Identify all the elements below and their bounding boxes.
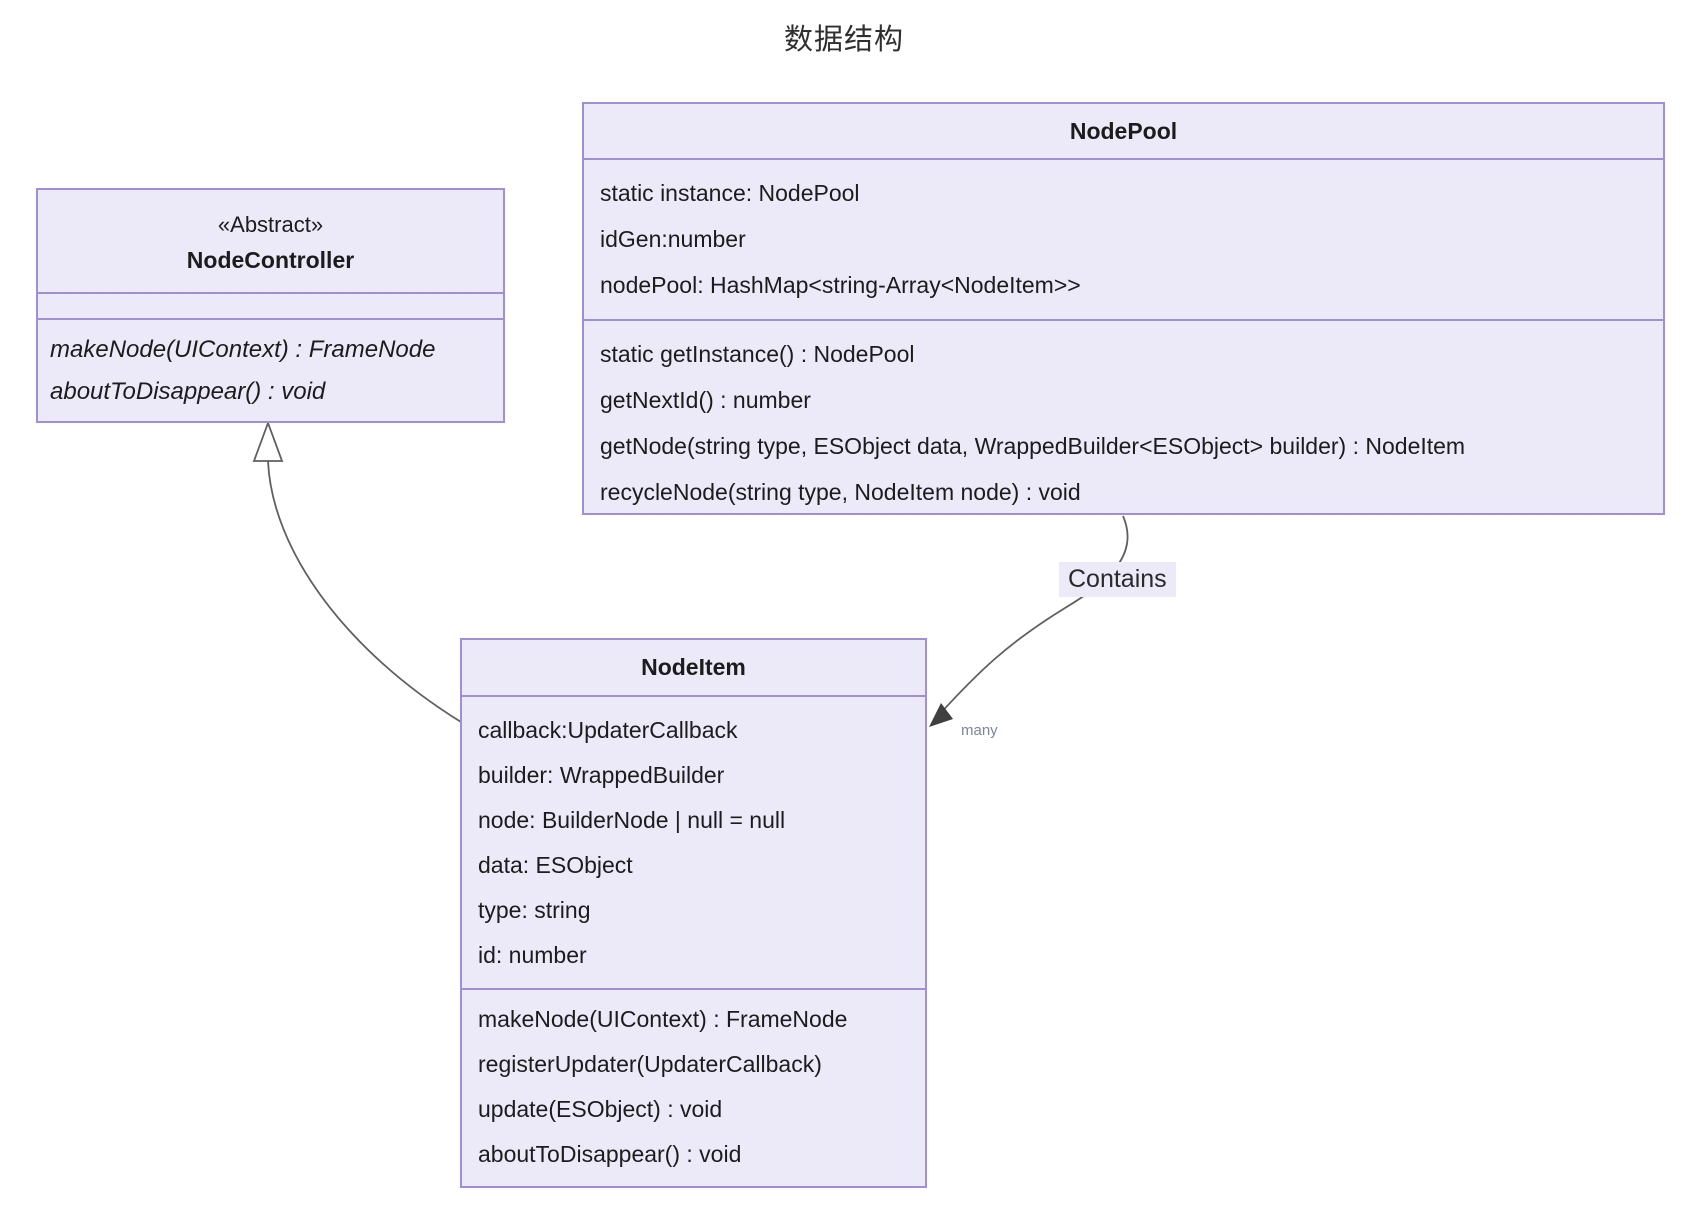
attributes-section-empty <box>38 294 503 320</box>
attribute-row: node: BuilderNode | null = null <box>478 807 786 833</box>
class-stereotype: «Abstract» <box>217 212 324 237</box>
method-row: getNextId() : number <box>600 387 811 413</box>
diagram-title: 数据结构 <box>783 24 904 56</box>
attribute-row: data: ESObject <box>478 852 633 878</box>
class-box-nodeitem: NodeItem callback:UpdaterCallback builde… <box>460 638 927 1188</box>
method-row: getNode(string type, ESObject data, Wrap… <box>600 433 1466 459</box>
attributes-section: static instance: NodePool idGen:number n… <box>584 160 1663 321</box>
attributes-section: callback:UpdaterCallback builder: Wrappe… <box>462 697 925 990</box>
method-row: aboutToDisappear() : void <box>478 1141 742 1167</box>
attribute-row: type: string <box>478 897 591 923</box>
method-row: registerUpdater(UpdaterCallback) <box>478 1051 822 1077</box>
attribute-row: id: number <box>478 942 587 968</box>
method-row: recycleNode(string type, NodeItem node) … <box>600 479 1081 505</box>
class-name: NodeController <box>186 247 355 273</box>
attribute-row: builder: WrappedBuilder <box>478 762 725 788</box>
class-name: NodePool <box>1069 117 1178 144</box>
methods-section: makeNode(UIContext) : FrameNode aboutToD… <box>38 320 503 413</box>
methods-section: makeNode(UIContext) : FrameNode register… <box>462 990 925 1177</box>
method-row: makeNode(UIContext) : FrameNode <box>50 336 436 363</box>
class-header-nodepool: NodePool <box>584 104 1663 160</box>
attribute-row: nodePool: HashMap<string-Array<NodeItem>… <box>600 272 1081 298</box>
methods-section: static getInstance() : NodePool getNextI… <box>584 321 1663 515</box>
method-row: update(ESObject) : void <box>478 1096 723 1122</box>
inheritance-edge-line <box>267 460 462 723</box>
class-header-nodeitem: NodeItem <box>462 640 925 697</box>
multiplicity-label: many <box>961 722 998 739</box>
method-row: static getInstance() : NodePool <box>600 341 915 367</box>
attribute-row: static instance: NodePool <box>600 180 860 206</box>
class-box-nodecontroller: «Abstract» NodeController makeNode(UICon… <box>36 188 505 423</box>
contains-edge-label: Contains <box>1059 562 1176 597</box>
class-name: NodeItem <box>641 654 746 680</box>
class-box-nodepool: NodePool static instance: NodePool idGen… <box>582 102 1665 515</box>
method-row: aboutToDisappear() : void <box>50 378 326 405</box>
class-header-nodecontroller: «Abstract» NodeController <box>38 190 503 294</box>
contains-arrowhead-icon <box>929 703 953 727</box>
method-row: makeNode(UIContext) : FrameNode <box>478 1006 848 1032</box>
attribute-row: callback:UpdaterCallback <box>478 717 738 743</box>
attribute-row: idGen:number <box>600 226 746 252</box>
contains-edge-line <box>937 515 1129 717</box>
inheritance-triangle-icon <box>252 420 284 462</box>
